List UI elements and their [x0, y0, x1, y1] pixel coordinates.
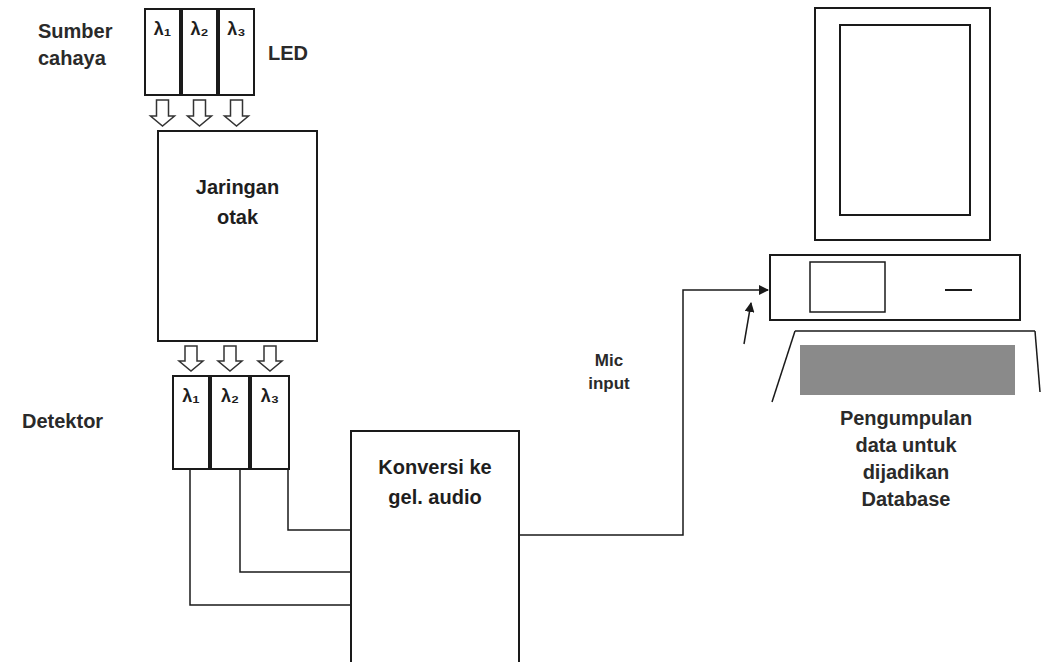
led-label: LED: [268, 40, 328, 67]
monitor: [815, 8, 990, 240]
node-text: Konversi ke gel. audio: [365, 452, 505, 512]
node-text: λ₃: [261, 383, 279, 410]
led-source: λ₁: [144, 8, 181, 96]
node-text: λ₁: [182, 383, 199, 410]
leader-arrow: [744, 303, 751, 344]
keyboard-edge: [795, 330, 1035, 332]
converter-box: Konversi ke gel. audio: [350, 430, 520, 662]
source-label: Sumber cahaya: [38, 18, 143, 72]
detector-box: λ₂: [210, 375, 250, 470]
led-source: λ₂: [181, 8, 218, 96]
node-text: λ₃: [227, 16, 245, 43]
keyboard-keys: [800, 345, 1015, 395]
detector-box: λ₁: [172, 375, 210, 470]
mic-input-label: Mic input: [578, 350, 640, 396]
node-text: Jaringan otak: [183, 172, 293, 232]
node-text: λ₁: [154, 16, 171, 43]
node-text: λ₂: [221, 383, 239, 410]
hollow-arrow: [225, 100, 249, 126]
caption-label: Pengumpulan data untuk dijadikan Databas…: [835, 405, 977, 513]
signal-wire: [288, 470, 350, 530]
hollow-arrow: [258, 346, 282, 371]
drive-slot: [945, 289, 972, 291]
detector-label: Detektor: [22, 408, 132, 435]
hollow-arrow: [218, 346, 242, 371]
node-text: λ₂: [190, 16, 208, 43]
audio-wire: [520, 290, 768, 535]
led-source: λ₃: [218, 8, 255, 96]
keyboard-edge: [772, 331, 795, 402]
cpu-case: [770, 255, 1020, 320]
tissue-box: Jaringan otak: [157, 130, 318, 342]
hollow-arrow: [151, 100, 175, 126]
signal-wire: [190, 470, 350, 605]
drive-bay: [810, 262, 885, 312]
keyboard-edge: [1035, 331, 1040, 392]
hollow-arrow: [179, 346, 203, 371]
signal-wire: [240, 470, 350, 572]
detector-box: λ₃: [250, 375, 290, 470]
hollow-arrow: [188, 100, 212, 126]
screen: [840, 25, 970, 215]
